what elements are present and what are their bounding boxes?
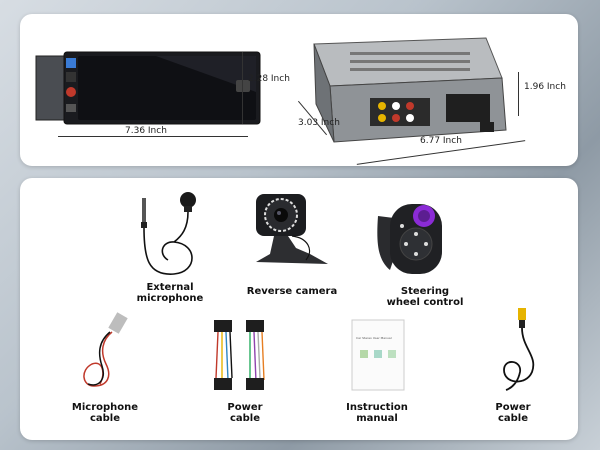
accessory-label-reverse-camera: Reverse camera [246,286,338,297]
rear-depth-label: 6.77 Inch [420,136,462,146]
head-unit-rear-image [313,37,507,143]
harness-icon [214,320,265,390]
accessory-label-external-microphone: External microphone [136,282,204,304]
front-width-label: 7.36 Inch [125,126,167,136]
rear-side-depth-label: 3.03 Inch [298,118,340,128]
front-height-label: 2.28 Inch [248,74,290,84]
microphone-icon [141,192,196,275]
steering-remote-icon [377,204,442,274]
accessory-label-power-cable: Power cable [227,402,263,424]
front-height-line [242,52,243,124]
accessories-card: External microphone Reverse camera Steer… [20,178,578,440]
accessory-label-steering-wheel-control: Steering wheel control [386,286,464,308]
front-width-line [58,136,248,137]
head-unit-front-image [35,51,261,125]
camera-icon [256,194,328,264]
accessory-label-microphone-cable: Microphone cable [71,402,139,424]
rear-height-line [518,72,519,116]
cable-icon [83,312,128,387]
rca-cable-icon [503,308,535,391]
dimensions-card: 2.28 Inch 7.36 Inch 1.96 Inch 3.03 Inch … [20,14,578,166]
accessory-label-rca-power-cable: Power cable [495,402,531,424]
accessory-label-instruction-manual: Instruction manual [346,402,408,424]
rear-height-label: 1.96 Inch [524,82,566,92]
manual-cover-title: Car Stereo User Manual [356,336,392,340]
manual-icon [351,319,405,391]
